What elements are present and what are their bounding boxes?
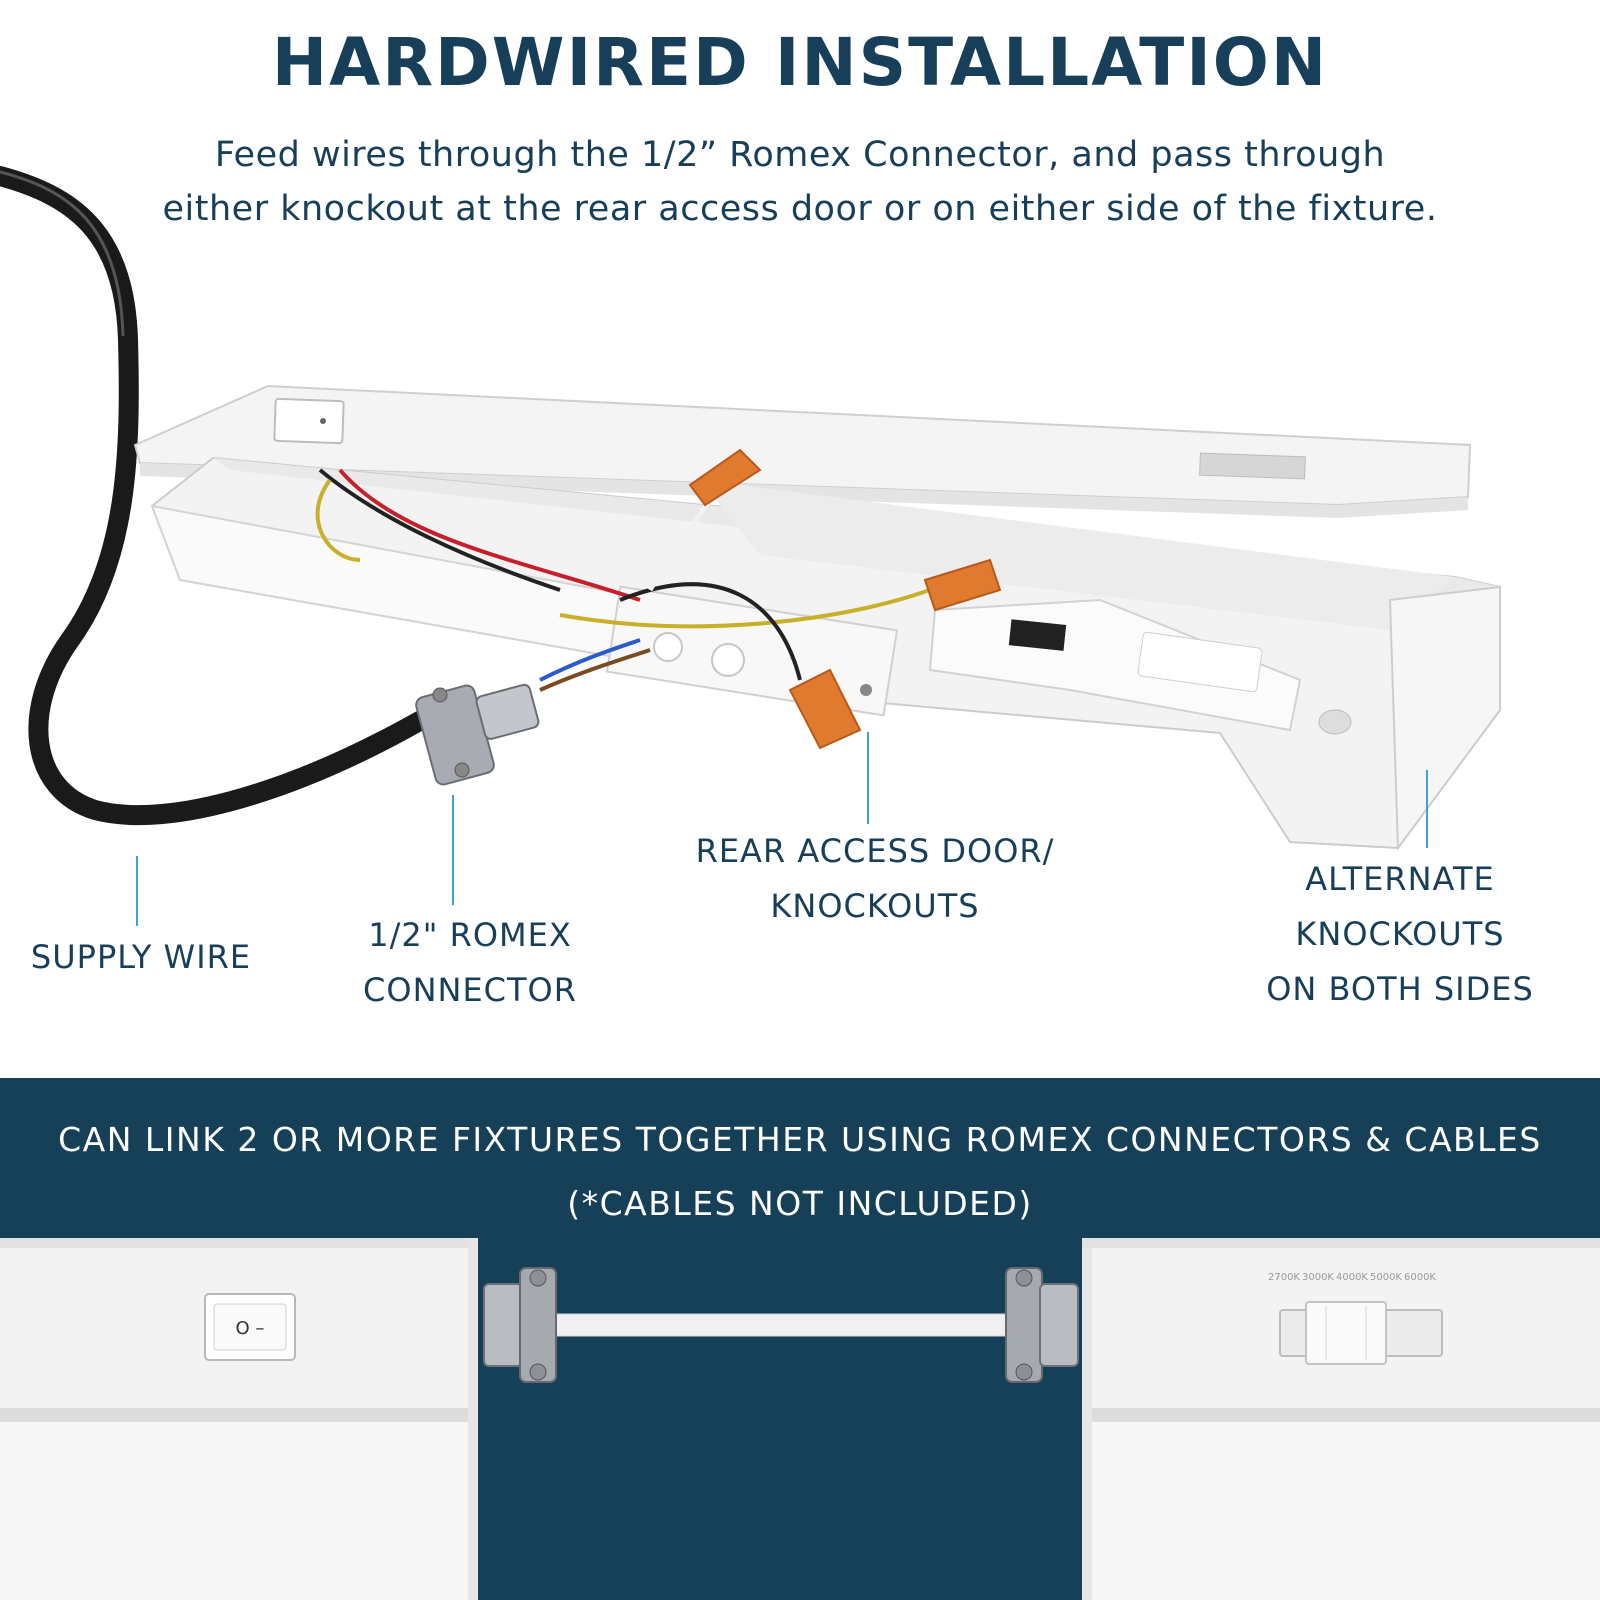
leader-supply-wire <box>136 856 138 926</box>
banner-line-2: (*CABLES NOT INCLUDED) <box>567 1184 1033 1223</box>
supply-cable <box>0 166 440 826</box>
link-cable <box>549 1313 1011 1337</box>
banner-line-1: CAN LINK 2 OR MORE FIXTURES TOGETHER USI… <box>58 1120 1542 1159</box>
cct-label-3000k: 3000K <box>1302 1272 1334 1283</box>
page-title: HARDWIRED INSTALLATION <box>271 24 1329 101</box>
wire-nut-1 <box>688 448 762 507</box>
wire-nut-3 <box>788 668 862 750</box>
label-supply-wire: SUPPLY WIRE <box>30 938 252 976</box>
wire-red <box>338 468 641 602</box>
linking-section: CAN LINK 2 OR MORE FIXTURES TOGETHER USI… <box>0 1078 1600 1600</box>
label-romex-connector: 1/2" ROMEX CONNECTOR <box>363 916 577 1009</box>
leader-romex-connector <box>452 795 454 905</box>
right-romex-connector <box>1005 1267 1079 1383</box>
leader-rear-access <box>867 732 869 824</box>
cct-labels: 2700K 3000K 4000K 5000K 6000K <box>1268 1272 1436 1283</box>
cct-label-4000k: 4000K <box>1336 1272 1368 1283</box>
wire-yellow-green <box>315 478 361 562</box>
label-rear-access-door: REAR ACCESS DOOR/ KNOCKOUTS <box>695 832 1055 925</box>
page-subtitle: Feed wires through the 1/2” Romex Connec… <box>60 128 1540 236</box>
cct-label-5000k: 5000K <box>1370 1272 1402 1283</box>
lid-switch <box>273 397 345 445</box>
driver-fins <box>1137 631 1263 693</box>
linked-fixtures-illustration: O – 2700K 3000K 400 <box>0 1238 1600 1600</box>
label-alternate-knockouts: ALTERNATE KNOCKOUTS ON BOTH SIDES <box>1266 860 1534 1008</box>
subtitle-line-1: Feed wires through the 1/2” Romex Connec… <box>214 135 1386 175</box>
cct-slider-knob <box>1305 1301 1387 1365</box>
left-romex-connector <box>483 1267 557 1383</box>
fixture-wiring-illustration <box>0 166 1501 851</box>
cct-label-2700k: 2700K <box>1268 1272 1300 1283</box>
right-fixture: 2700K 3000K 4000K 5000K 6000K <box>1082 1238 1600 1600</box>
wire-black-1 <box>318 468 561 592</box>
wire-nut-2 <box>923 558 1002 612</box>
end-cap <box>1388 585 1501 851</box>
subtitle-line-2: either knockout at the rear access door … <box>162 189 1438 229</box>
leader-alternate-knockouts <box>1426 770 1428 848</box>
romex-connector-illustration <box>415 683 540 786</box>
switch-marking: O – <box>236 1318 265 1339</box>
wire-black-2 <box>619 582 802 681</box>
cct-selector <box>1199 452 1306 480</box>
cct-label-6000k: 6000K <box>1404 1272 1436 1283</box>
wire-yellow-green-2 <box>559 586 936 629</box>
left-fixture: O – <box>0 1238 478 1600</box>
